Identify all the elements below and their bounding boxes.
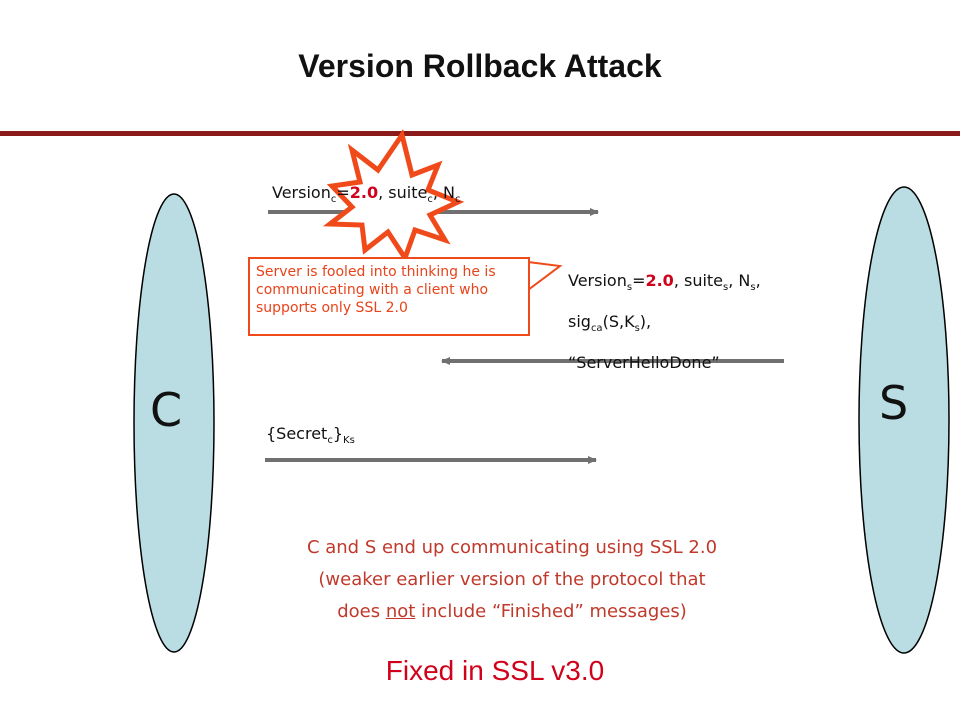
callout-tail (527, 260, 563, 292)
server-hello-label: Versions=2.0, suites, Ns, sigca(S,Ks), “… (568, 271, 761, 373)
page-title: Version Rollback Attack (298, 48, 662, 84)
server-node-label: S (879, 376, 909, 430)
client-node-label: C (150, 383, 183, 437)
attack-callout: Server is fooled into thinking he is com… (248, 257, 530, 336)
secret-label: {Secretc}Ks (266, 424, 355, 447)
client-hello-label: Versionc=2.0, suitec, Nc (272, 183, 461, 206)
fix-note: Fixed in SSL v3.0 (385, 655, 605, 686)
title-divider (0, 131, 960, 136)
explosion-icon (322, 129, 465, 264)
conclusion-text: C and S end up communicating using SSL 2… (306, 537, 718, 622)
client-node (133, 193, 215, 653)
server-node (858, 186, 950, 654)
